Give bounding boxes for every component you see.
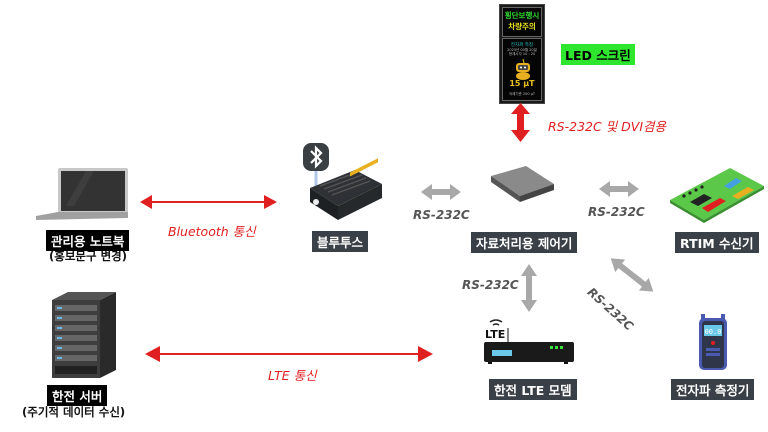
lte-modem-icon: LTE [484,319,574,364]
led-link-arrow [511,103,530,142]
bluetooth-module-icon [303,143,382,220]
led-link-label: RS-232C 및 DVI겸용 [548,119,667,134]
bt-controller-arrow [421,184,461,200]
led-screen-label: LED 스크린 [561,44,635,65]
bluetooth-module-label: 블루투스 [312,231,369,252]
led-measure-panel: 전자파 측정 2025년 00월 20일 현재시각 10 : 20 15 μT … [502,38,542,101]
bt-controller-label: RS-232C [413,208,470,222]
bluetooth-link-arrow [140,195,277,209]
rtim-receiver-icon [670,168,764,223]
controller-rtim-label: RS-232C [588,205,645,219]
led-value: 15 μT [509,79,535,88]
controller-modem-arrow [521,264,537,312]
led-line1: 횡단보행시 [504,11,540,20]
server-sublabel: (주기적 데이터 수신) [22,405,126,419]
robot-mascot-icon [516,58,530,80]
laptop-label: 관리용 노트북 [46,230,130,251]
emf-meter-icon: 00.0 [699,314,727,370]
lte-modem-label: 한전 LTE 모뎀 [489,379,577,400]
server-label: 한전 서버 [47,385,108,406]
wifi-signal-icon [489,319,503,323]
emf-meter-label: 전자파 측정기 [671,379,755,400]
bluetooth-icon [310,145,323,169]
controller-modem-label: RS-232C [462,278,519,292]
meter-display: 00.0 [705,328,722,336]
led-screen: 횡단보행시 차량주의 전자파 측정 2025년 00월 20일 현재시각 10 … [499,4,545,104]
led-standard: 국제기준 200 μT [508,92,536,96]
controller-label: 자료처리용 제어기 [471,232,578,253]
controller-meter-arrow [610,258,654,292]
led-title: 전자파 측정 [510,43,534,48]
led-time: 현재시각 10 : 20 [508,52,536,56]
bluetooth-link-label: Bluetooth 통신 [168,224,256,239]
laptop-icon [36,168,128,220]
lte-badge: LTE [485,328,505,341]
led-date: 2025년 00월 20일 [507,48,537,52]
server-icon [52,292,116,378]
laptop-sublabel: (홍보문구 변경) [49,249,127,263]
lte-link-arrow [145,346,433,362]
lte-link-label: LTE 통신 [268,368,317,383]
controller-rtim-arrow [599,181,639,197]
led-message-panel: 횡단보행시 차량주의 [502,7,542,37]
rtim-receiver-label: RTIM 수신기 [675,232,759,253]
controller-icon [491,166,554,202]
led-line2: 차량주의 [508,22,536,31]
